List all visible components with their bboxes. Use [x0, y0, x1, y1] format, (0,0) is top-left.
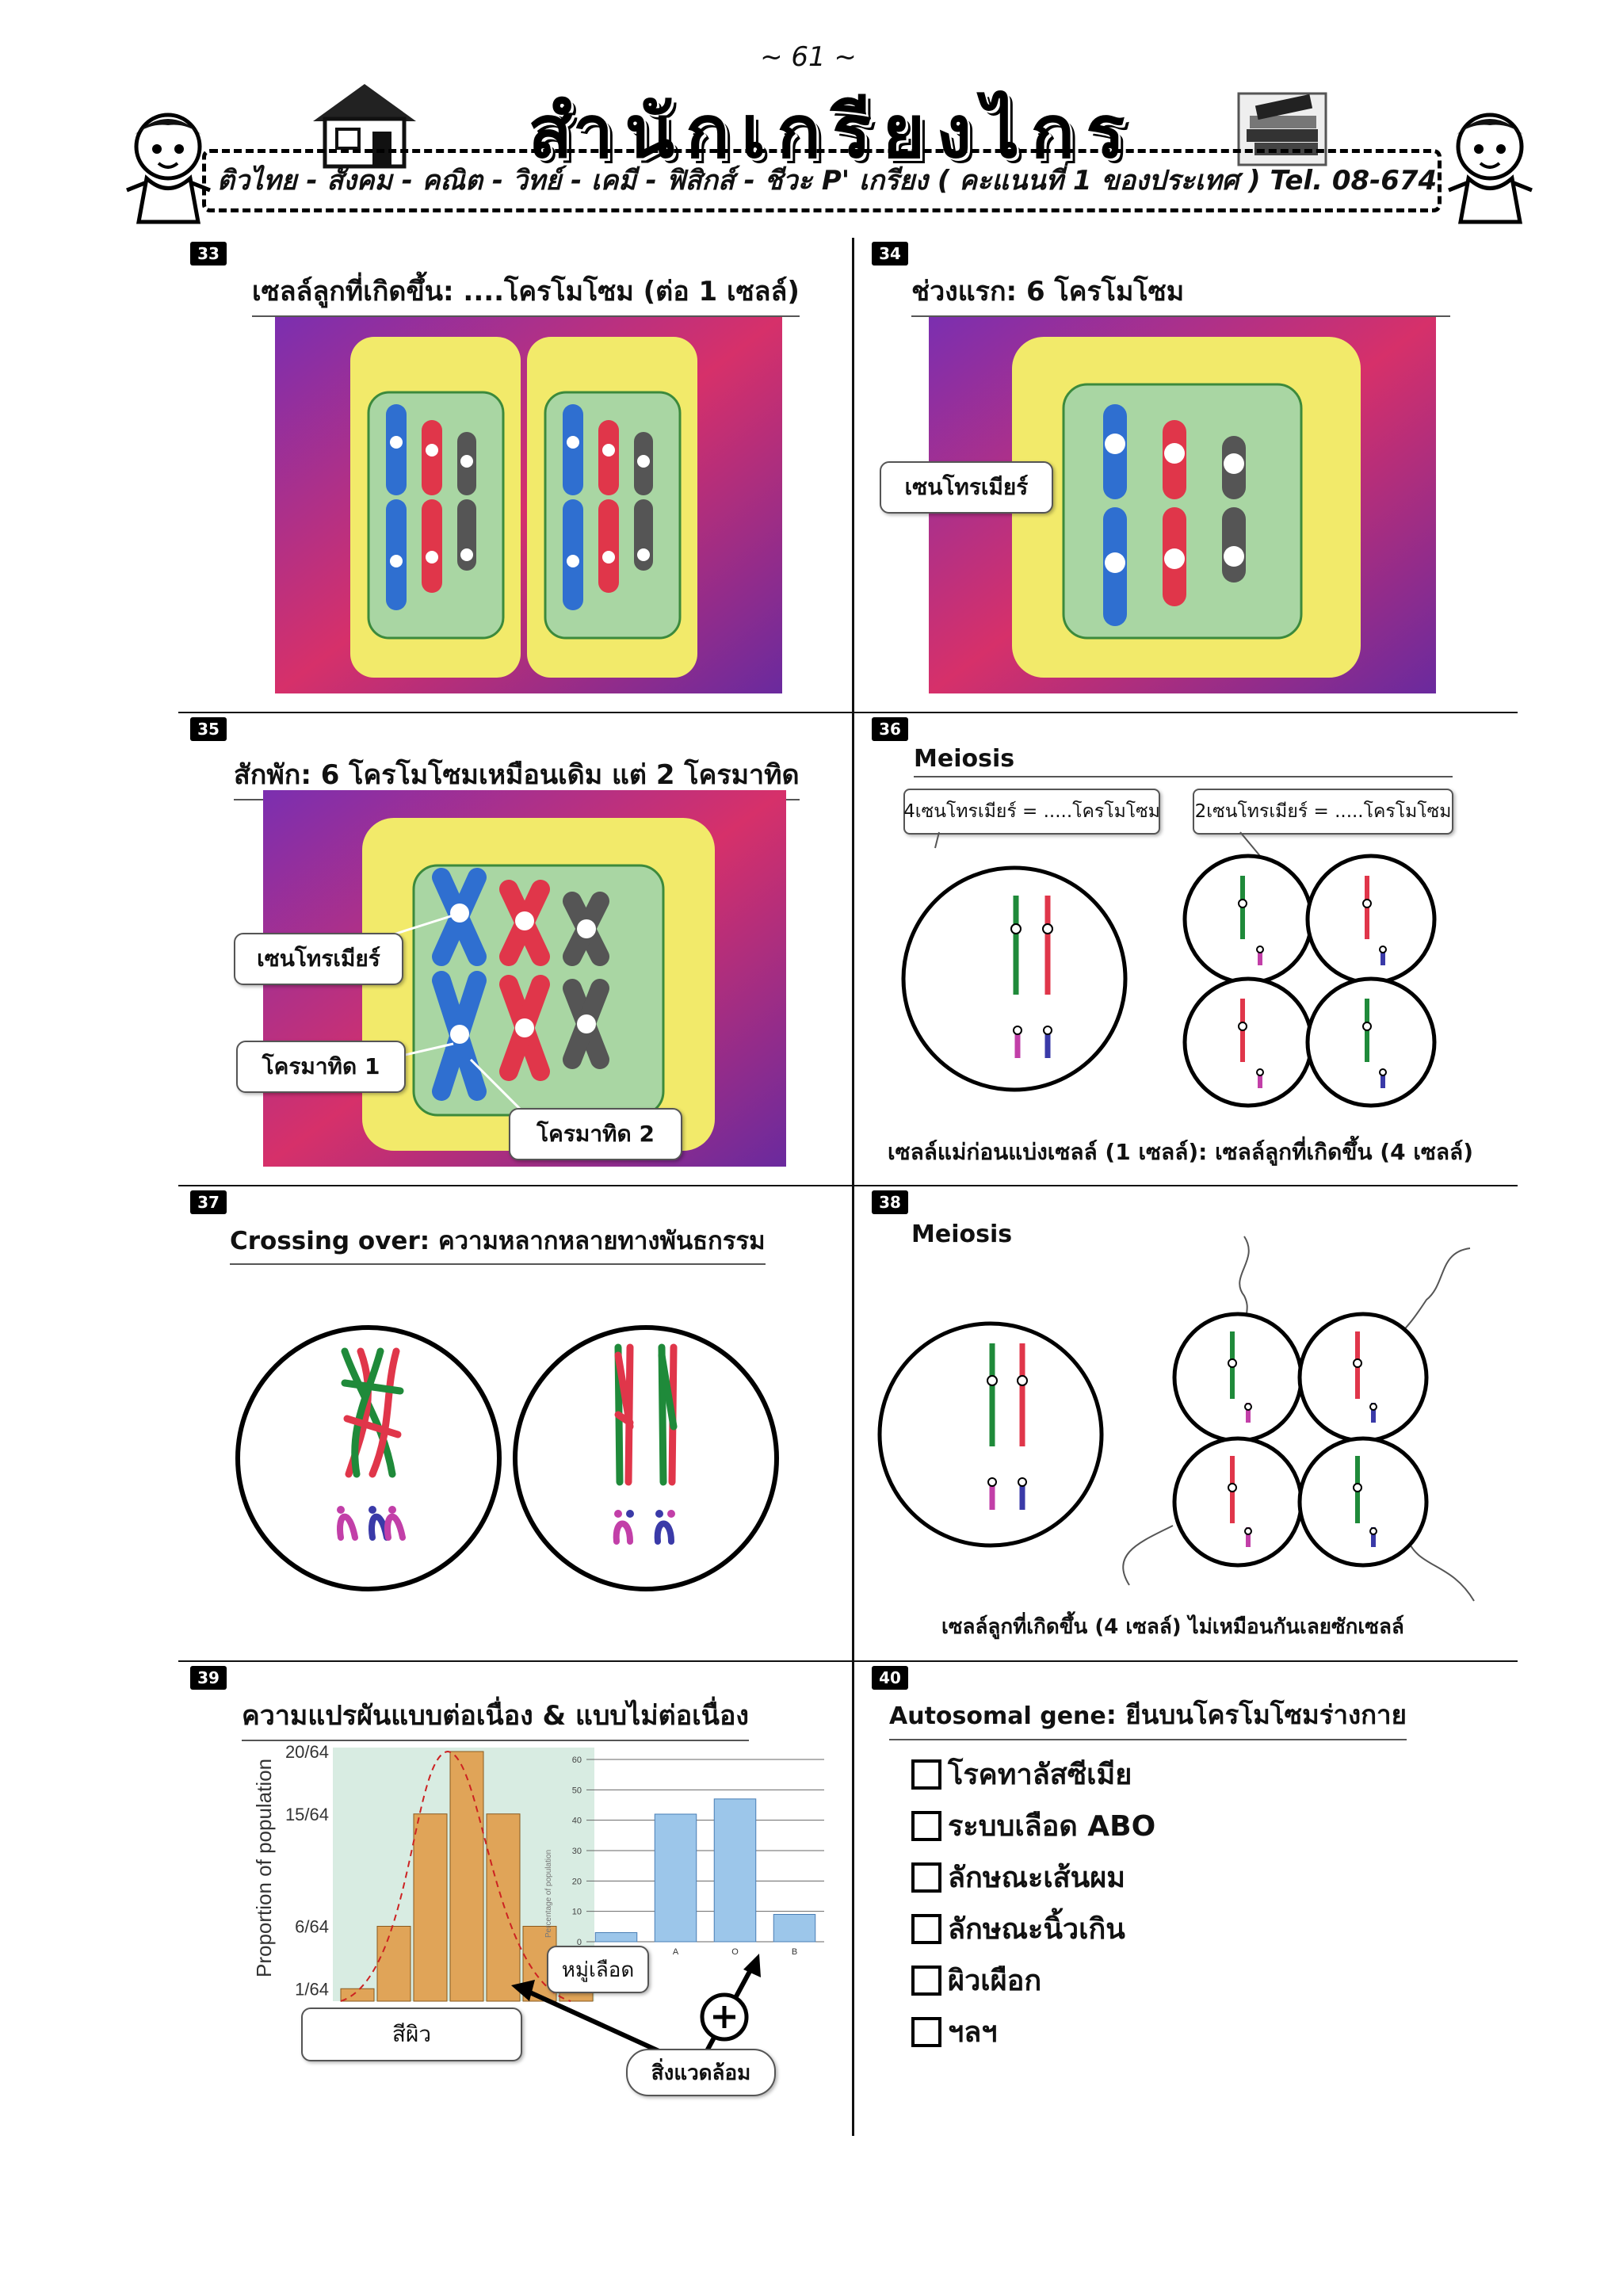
- blood-ytick: 40: [572, 1817, 582, 1826]
- skin-ytick: 15/64: [285, 1805, 329, 1824]
- panel-title: Meiosis: [914, 745, 1453, 777]
- daughter-cells-figure: [275, 317, 782, 693]
- panel-title: เซลล์ลูกที่เกิดขึ้น: ....โครโมโซม (ต่อ 1…: [252, 269, 800, 317]
- skin-chart-ylabel: Proportion of population: [252, 1759, 276, 1977]
- column-divider: [852, 238, 854, 2136]
- checkbox[interactable]: [911, 1862, 941, 1893]
- row-divider-3: [178, 1660, 1518, 1662]
- skin-bar: [340, 1988, 375, 2002]
- centromere-label: เซนโทรเมียร์: [880, 461, 1053, 514]
- checkbox[interactable]: [911, 1913, 941, 1944]
- crossing-over-title-th: : ความหลากหลายทางพันธกรรม: [419, 1227, 766, 1255]
- skin-ytick: 6/64: [295, 1917, 329, 1937]
- meiosis-variation-caption: เซลล์ลูกที่เกิดขึ้น (4 เซลล์) ไม่เหมือนก…: [941, 1615, 1404, 1639]
- row-divider-1: [178, 712, 1518, 713]
- gene-item-hair: ลักษณะเส้นผม: [911, 1855, 1125, 1900]
- blood-bar: [654, 1813, 697, 1943]
- blood-ytick: 60: [572, 1755, 582, 1765]
- four-centromere-callout: 4เซนโทรเมียร์ = .....โครโมโซม: [903, 789, 1160, 835]
- skin-ytick: 1/64: [295, 1979, 329, 1999]
- autosomal-gene-title-en: Autosomal gene: [889, 1702, 1106, 1730]
- two-centromere-callout: 2เซนโทรเมียร์ = .....โครโมโซม: [1193, 789, 1453, 835]
- cartoon-mascot-right: [1448, 113, 1533, 224]
- crossing-over-title-en: Crossing over: [230, 1227, 420, 1255]
- crossing-over-title: Crossing over: ความหลากหลายทางพันธกรรม: [230, 1221, 766, 1265]
- checkbox[interactable]: [911, 1810, 941, 1841]
- skin-bar: [449, 1751, 484, 2002]
- checkbox[interactable]: [911, 1965, 941, 1996]
- checkbox[interactable]: [911, 1759, 941, 1790]
- autosomal-gene-title: Autosomal gene: ยีนบนโครโมโซมร่างกาย: [889, 1694, 1407, 1740]
- blood-bar: [713, 1798, 757, 1943]
- chromatid-2-label: โครมาทิด 2: [509, 1108, 682, 1160]
- blood-category-label: O: [731, 1947, 739, 1957]
- skin-bar: [486, 1813, 521, 2002]
- autosomal-gene-title-th: : ยีนบนโครโมโซมร่างกาย: [1106, 1699, 1407, 1730]
- blood-ytick: 30: [572, 1847, 582, 1856]
- checkbox[interactable]: [911, 2016, 941, 2047]
- panel-number: 37: [190, 1190, 227, 1214]
- panel-number: 34: [872, 242, 908, 266]
- blood-ytick: 0: [577, 1938, 582, 1947]
- panel-number: 35: [190, 717, 227, 741]
- blood-bar: [594, 1932, 638, 1943]
- environment-label: สิ่งแวดล้อม: [626, 2049, 776, 2096]
- panel-number: 38: [872, 1190, 908, 1214]
- gene-item-albinism: ผิวเผือก: [911, 1958, 1041, 2003]
- panel-number: 36: [872, 717, 908, 741]
- brand-title: สำนักเกรียงไกร: [528, 89, 1136, 174]
- page-number: ~ 61 ~: [760, 41, 857, 73]
- meiosis-cells-figure: [901, 831, 1437, 1108]
- panel-title: ช่วงแรก: 6 โครโมโซม: [911, 269, 1450, 317]
- panel-title: ความแปรผันแบบต่อเนื่อง & แบบไม่ต่อเนื่อง: [242, 1694, 750, 1741]
- centromere-label: เซนโทรเมียร์: [234, 933, 403, 985]
- blood-chart-ylabel: Percentage of population: [544, 1850, 553, 1938]
- crossing-over-figure: [235, 1325, 779, 1591]
- gene-item-etc: ฯลฯ: [911, 2009, 998, 2054]
- blood-category-label: B: [792, 1947, 797, 1957]
- skin-ytick: 20/64: [285, 1742, 329, 1762]
- panel-number: 39: [190, 1666, 227, 1690]
- cartoon-mascot-left: [126, 113, 211, 224]
- skin-bar: [376, 1926, 411, 2002]
- panel-number: 40: [872, 1666, 908, 1690]
- meiosis-caption: เซลล์แม่ก่อนแบ่งเซลล์ (1 เซลล์): เซลล์ลู…: [888, 1139, 1474, 1165]
- panel-number: 33: [190, 242, 227, 266]
- gene-item-abo: ระบบเลือด ABO: [911, 1803, 1155, 1848]
- skin-bar: [413, 1813, 448, 2002]
- chromatid-1-label: โครมาทิด 1: [236, 1041, 406, 1093]
- blood-bar: [773, 1914, 816, 1943]
- blood-ytick: 10: [572, 1908, 582, 1917]
- gene-item-polydactyly: ลักษณะนิ้วเกิน: [911, 1906, 1125, 1951]
- blood-group-label: หมู่เลือด: [547, 1946, 649, 1993]
- blood-ytick: 50: [572, 1786, 582, 1795]
- gene-item-thalassemia: โรคทาลัสซีเมีย: [911, 1752, 1132, 1797]
- skin-color-label: สีผิว: [301, 2008, 522, 2061]
- header-subtitle: ติวไทย - สังคม - คณิต - วิทย์ - เคมี - ฟ…: [202, 149, 1442, 212]
- blood-category-label: A: [673, 1947, 679, 1957]
- meiosis-daughter-cells-figure: [877, 1236, 1475, 1602]
- panel-title: Meiosis: [911, 1221, 1013, 1248]
- blood-ytick: 20: [572, 1877, 582, 1886]
- row-divider-2: [178, 1185, 1518, 1186]
